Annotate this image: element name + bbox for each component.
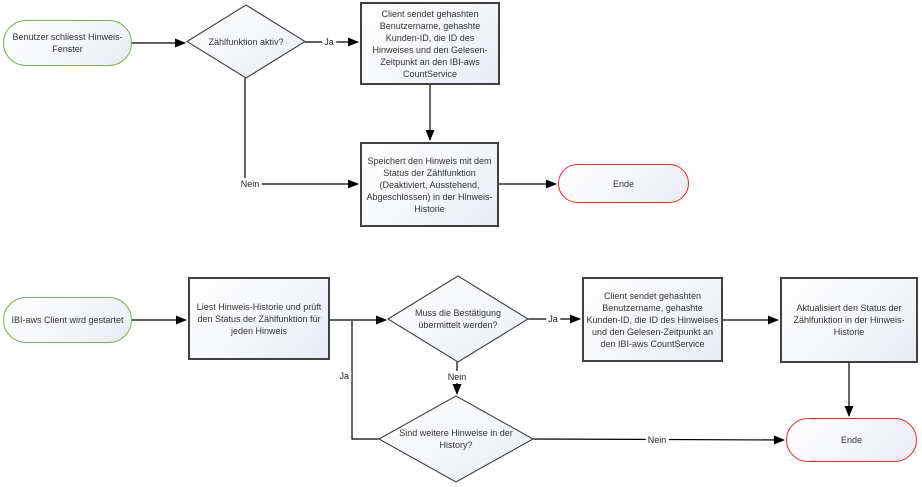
end-node-bottom: Ende — [786, 418, 917, 462]
process-aktualisiert-status: Aktualisiert den Status der Zählfunktion… — [780, 277, 918, 363]
process-speichert-hinweis: Speichert den Hinweis mit dem Status der… — [360, 142, 499, 227]
edge-label-nein-ende: Nein — [645, 434, 669, 446]
process-liest-historie: Liest Hinweis-Historie und prüft den Sta… — [188, 277, 330, 360]
edge-label-ja-loop: Ja — [337, 370, 351, 382]
edge-decision-nein-to-speichert — [244, 78, 359, 189]
edge-label-ja-top: Ja — [322, 36, 336, 48]
edge-weitere-ja-loop — [351, 321, 379, 440]
decision-bestaetigung-label: Muss die Bestätigung übermittelt werden? — [414, 308, 502, 330]
edge-label-nein-bestaetigung: Nein — [445, 371, 469, 383]
start-node-ibi-client: IBI-aws Client wird gestartet — [3, 297, 132, 343]
edge-label-ja-bestaetigung: Ja — [546, 313, 560, 325]
decision-zaehlfunktion-shape — [185, 4, 307, 79]
process-client-sendet-bottom: Client sendet gehashten Benutzername, ge… — [582, 277, 723, 362]
process-client-sendet-top: Client sendet gehashten Benutzername, ge… — [360, 2, 500, 85]
decision-zaehlfunktion-label: Zählfunktion aktiv? — [208, 37, 284, 47]
end-node-top: Ende — [558, 164, 689, 203]
decision-weitere-label: Sind weitere Hinweise in der History? — [399, 428, 513, 450]
start-node-benutzer-schliesst: Benutzer schliesst Hinweis-Fenster — [3, 20, 132, 66]
edge-label-nein-top: Nein — [238, 178, 262, 190]
decision-bestaetigung-shape — [386, 275, 530, 363]
decision-weitere-shape — [377, 395, 535, 483]
